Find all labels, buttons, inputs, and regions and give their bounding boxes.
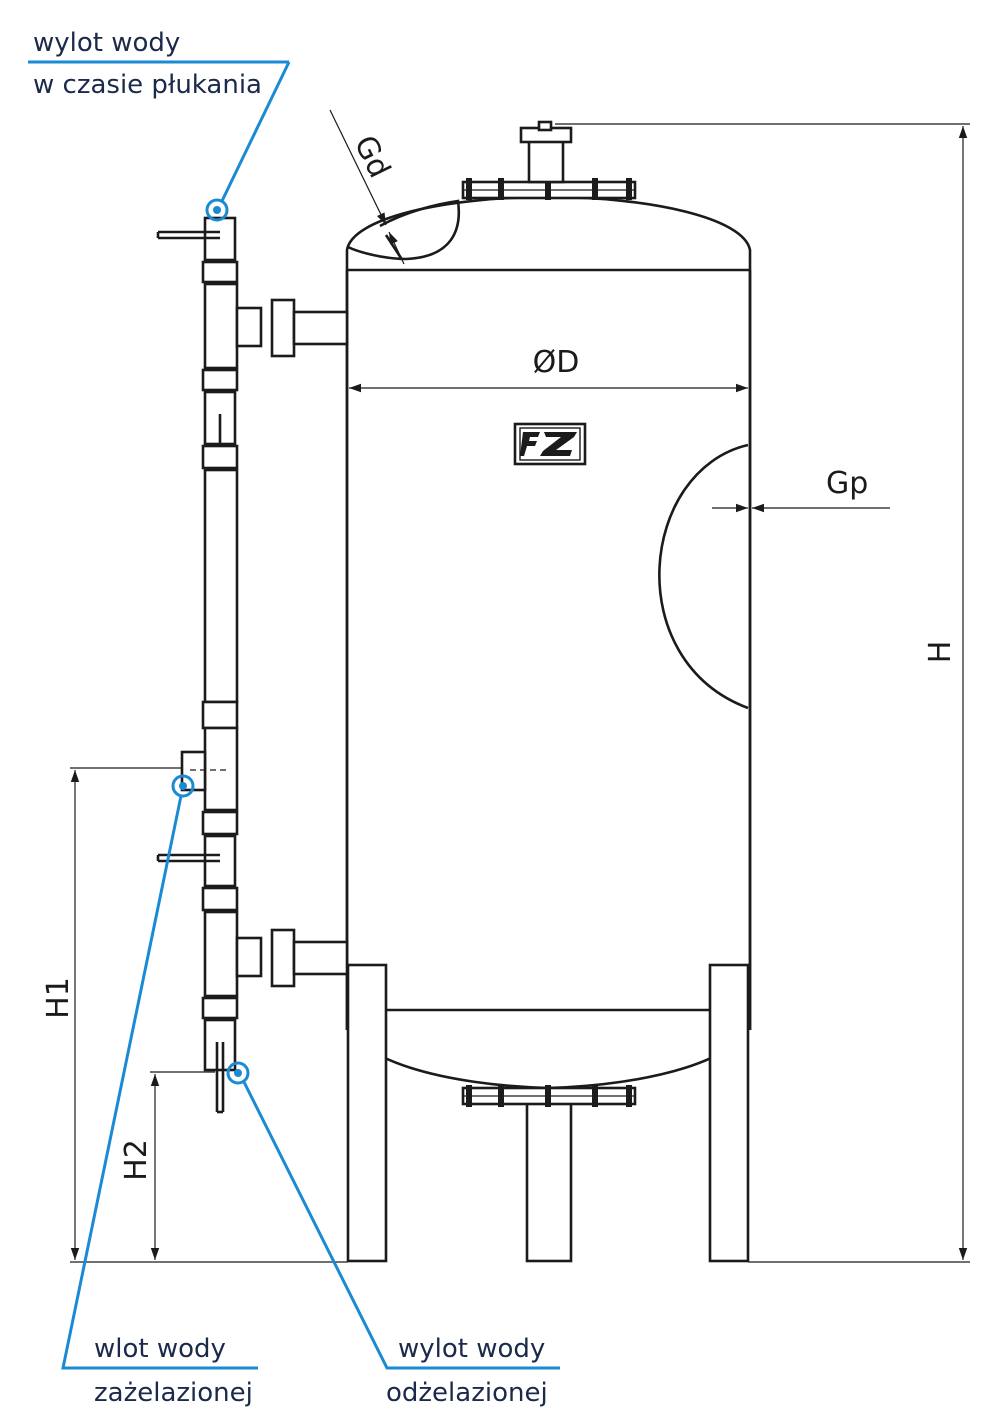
deironed-outlet-label-2: odżelazionej <box>386 1378 548 1408</box>
bottom-flange <box>461 1085 637 1107</box>
callout-flush-outlet <box>28 60 291 222</box>
iron-inlet-label-2: zażelazionej <box>94 1378 253 1408</box>
side-manhole <box>658 443 749 710</box>
tank-body <box>345 195 752 1090</box>
flush-outlet-label-1: wylot wody <box>33 28 180 58</box>
callout-iron-inlet <box>61 774 258 1370</box>
valve-piping <box>156 216 349 1114</box>
manufacturer-logo-plate <box>513 422 587 466</box>
iron-inlet-label-1: wlot wody <box>94 1334 226 1364</box>
top-nozzle-label: Gd <box>347 130 397 183</box>
side-nozzle-label: Gp <box>826 466 868 501</box>
height-inlet-label: H1 <box>41 977 76 1019</box>
top-flange <box>461 120 637 200</box>
callout-deironed-outlet <box>226 1061 560 1370</box>
dimension-lines <box>70 109 970 1263</box>
diameter-label: ØD <box>533 345 580 380</box>
deironed-outlet-label-1: wylot wody <box>398 1334 545 1364</box>
flush-outlet-label-2: w czasie płukania <box>33 70 262 100</box>
tank-legs <box>346 963 750 1263</box>
top-nozzle-cutaway <box>347 199 461 261</box>
height-label: H <box>923 641 958 664</box>
height-outlet-label: H2 <box>119 1139 154 1181</box>
